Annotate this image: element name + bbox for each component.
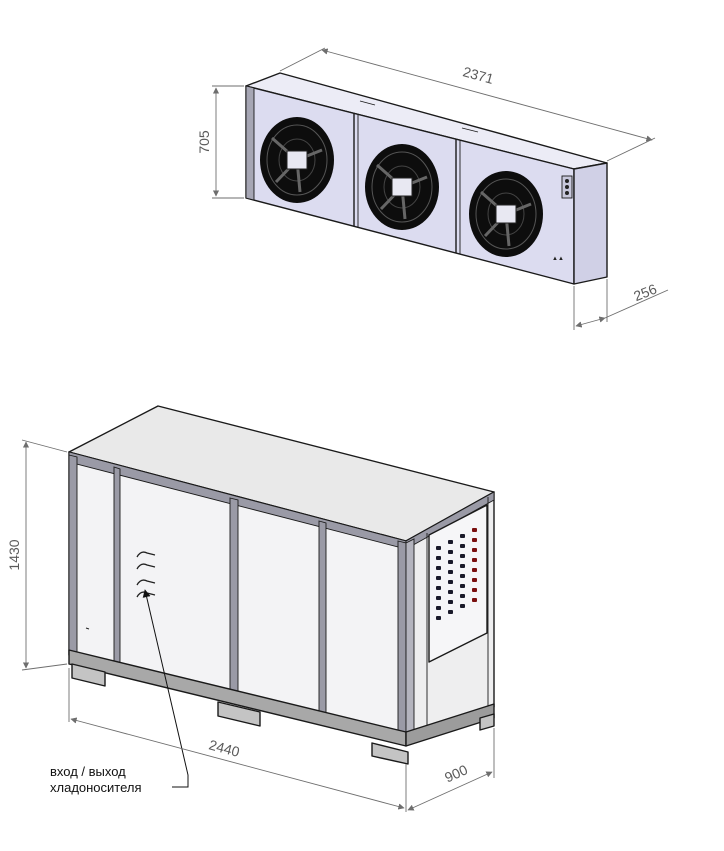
indicator-light [436, 586, 441, 590]
port-note-line1: вход / выход [50, 764, 126, 779]
indicator-light [448, 610, 453, 614]
condenser-fan-1 [260, 117, 334, 203]
condenser-frame-left [245, 85, 255, 201]
indicator-light [448, 560, 453, 564]
indicator-light [448, 540, 453, 544]
condenser-depth-dimension-line [575, 316, 606, 328]
chiller-post [229, 497, 239, 698]
indicator-light [472, 578, 477, 582]
condenser-length-dimension: 2371 [461, 63, 495, 87]
indicator-light [448, 600, 453, 604]
chiller-depth-dimension-line [407, 771, 493, 811]
condenser-fan-2 [365, 144, 439, 230]
chiller-post [113, 466, 121, 669]
condenser-height-dimension: 705 [196, 130, 212, 154]
chiller-foot [71, 663, 106, 687]
coolant-ports [136, 551, 156, 598]
control-panel [428, 504, 488, 663]
port-note-line2: хладоносителя [50, 780, 142, 795]
indicator-light [436, 566, 441, 570]
condenser-depth-dimension: 256 [631, 280, 659, 304]
indicator-light [436, 576, 441, 580]
chiller-unit: вход / выход хладоносителя 1430 2440 900 [6, 405, 495, 812]
condenser-unit: ▲▲ 2371 7 [196, 47, 669, 330]
indicator-light [460, 564, 465, 568]
indicator-light [460, 534, 465, 538]
chiller-foot [371, 742, 409, 765]
indicator-light [460, 574, 465, 578]
indicator-light [472, 558, 477, 562]
chiller-foot [479, 713, 495, 731]
indicator-light [448, 550, 453, 554]
indicator-light [472, 588, 477, 592]
indicator-light [436, 596, 441, 600]
condenser-fan-3 [469, 171, 543, 257]
indicator-light [448, 580, 453, 584]
chiller-post-right [397, 540, 407, 738]
indicator-light [472, 598, 477, 602]
chiller-length-dimension: 2440 [207, 736, 241, 760]
indicator-light [460, 584, 465, 588]
chiller-post [318, 520, 327, 719]
indicator-light [472, 528, 477, 532]
control-panel-indicators [436, 528, 477, 620]
condenser-logo: ▲▲ [552, 256, 564, 262]
indicator-light [436, 546, 441, 550]
indicator-light [460, 594, 465, 598]
condenser-length-dimension-line [321, 48, 653, 142]
indicator-light [460, 604, 465, 608]
indicator-light [472, 538, 477, 542]
indicator-light [436, 606, 441, 610]
chiller-length-dimension-line [70, 717, 405, 810]
indicator-light [460, 554, 465, 558]
chiller-height-dimension: 1430 [6, 539, 22, 570]
chiller-depth-dimension: 900 [442, 761, 470, 785]
chiller-post-left [68, 454, 78, 658]
indicator-light [460, 544, 465, 548]
indicator-light [472, 568, 477, 572]
indicator-light [436, 616, 441, 620]
indicator-light [436, 556, 441, 560]
condenser-side-panel [573, 162, 608, 285]
indicator-light [472, 548, 477, 552]
indicator-light [448, 590, 453, 594]
indicator-light [448, 570, 453, 574]
